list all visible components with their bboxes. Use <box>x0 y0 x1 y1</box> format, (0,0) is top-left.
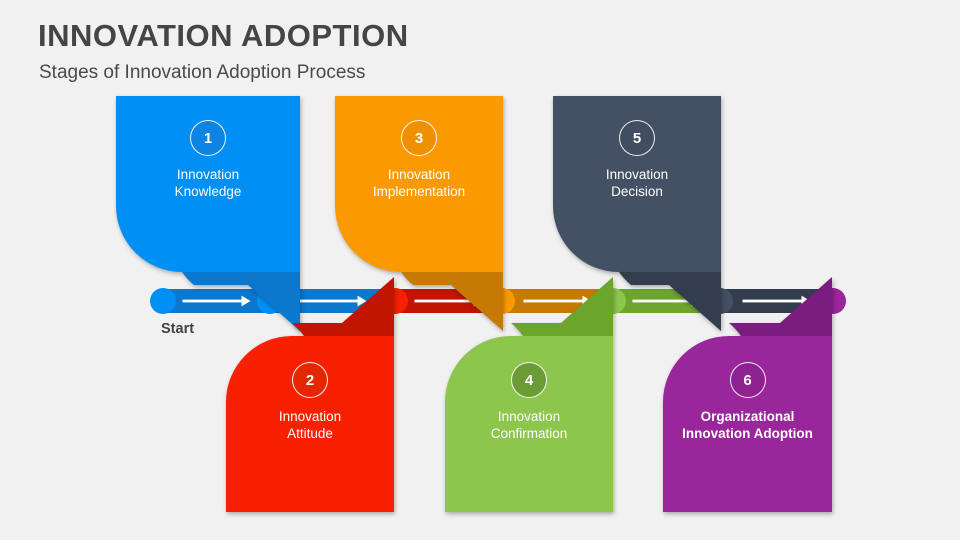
card-band <box>401 272 503 285</box>
node-start[interactable] <box>150 288 176 314</box>
page-subtitle: Stages of Innovation Adoption Process <box>39 62 366 83</box>
card-band <box>511 323 613 336</box>
arrow-shaft <box>298 299 359 303</box>
card-band <box>619 272 721 285</box>
card-band <box>729 323 832 336</box>
arrow-shaft <box>523 299 584 303</box>
card-band <box>182 272 300 285</box>
card-tail <box>451 285 503 331</box>
start-label: Start <box>161 321 195 337</box>
card-body <box>663 336 832 512</box>
card-tail <box>248 285 300 331</box>
card-tail <box>561 277 613 323</box>
card-body <box>116 96 300 272</box>
arrow-shaft <box>632 299 693 303</box>
arrow-shaft <box>414 299 475 303</box>
arrow-head-icon <box>241 295 251 307</box>
arrow-head-icon <box>357 295 367 307</box>
card-tail <box>669 285 721 331</box>
page-title: INNOVATION ADOPTION <box>38 18 409 53</box>
card-tail <box>342 277 394 323</box>
arrow-shaft <box>182 299 243 303</box>
card-tail <box>780 277 832 323</box>
card-body <box>445 336 613 512</box>
card-band <box>292 323 394 336</box>
card-body <box>226 336 394 512</box>
card-body <box>553 96 721 272</box>
arrow-shaft <box>742 299 803 303</box>
card-body <box>335 96 503 272</box>
